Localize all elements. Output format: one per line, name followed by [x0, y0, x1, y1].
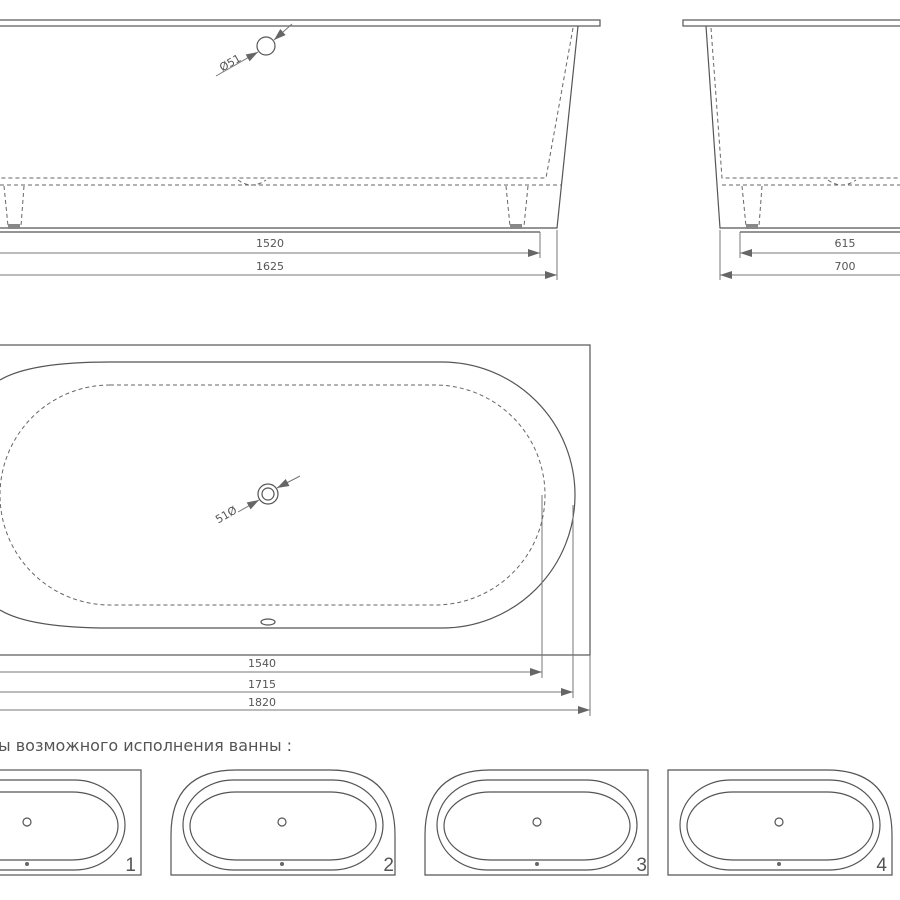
drain-outer-circle [257, 483, 279, 505]
top-extension-lines [541, 495, 591, 716]
variant-outline [667, 769, 893, 876]
variants-caption: ы возможного исполнения ванны : [0, 736, 292, 755]
top-drain-arrow [237, 499, 260, 513]
overflow-icon [535, 862, 539, 866]
overflow-icon [25, 862, 29, 866]
dim-label-615: 615 [835, 237, 856, 250]
dim-label-1625: 1625 [256, 260, 284, 273]
variant-4: 4 [667, 769, 893, 876]
side-view: Ø51 1520 1625 [0, 19, 601, 280]
variant-number: 3 [636, 855, 647, 876]
side-feet-dashed [3, 185, 529, 227]
end-extension-lines [719, 230, 741, 280]
top-outer-rect [0, 344, 591, 656]
side-rim [0, 19, 601, 27]
top-drain-label: 51Ø [213, 504, 239, 527]
end-view: 615 700 [682, 19, 900, 280]
side-extension-lines [539, 230, 558, 280]
top-basin-dashed [0, 384, 546, 606]
dim-label-1820: 1820 [248, 696, 276, 709]
dim-label-1540: 1540 [248, 657, 276, 670]
side-body-outline [0, 25, 579, 229]
variant-basin [0, 791, 119, 861]
overflow-icon [280, 862, 284, 866]
variant-basin [443, 791, 631, 861]
drain-dim-arrow [273, 23, 293, 41]
variant-number: 2 [383, 855, 394, 876]
dim-label-1520: 1520 [256, 237, 284, 250]
drain-icon [261, 487, 275, 501]
variant-outline [424, 769, 649, 876]
foot-icon [746, 224, 758, 229]
variant-outline [170, 769, 396, 876]
end-feet-dashed [741, 179, 857, 227]
drain-icon [22, 817, 32, 827]
variant-rim [182, 779, 384, 871]
end-rim [682, 19, 900, 27]
end-inner-dashed [710, 27, 900, 179]
variant-rim [436, 779, 638, 871]
variant-1: 1 [0, 769, 142, 876]
overflow-icon [777, 862, 781, 866]
overflow-icon [260, 618, 276, 626]
dim-label-700: 700 [835, 260, 856, 273]
side-inner-dashed [0, 27, 574, 179]
drain-dim-arrow [215, 51, 259, 77]
variant-number: 1 [125, 855, 136, 876]
dim-label-1715: 1715 [248, 678, 276, 691]
top-drain-arrow [276, 475, 301, 489]
top-rim-oval [0, 361, 576, 629]
side-drain-label: Ø51 [217, 52, 243, 75]
variant-2: 2 [170, 769, 396, 876]
variant-3: 3 [424, 769, 649, 876]
drain-icon [532, 817, 542, 827]
overflow-hole [256, 36, 276, 56]
top-view: 51Ø 1540 1715 1820 [0, 344, 591, 716]
drain-icon [774, 817, 784, 827]
foot-icon [510, 224, 522, 229]
variant-rim [679, 779, 881, 871]
variant-basin [189, 791, 377, 861]
side-drain-dashed [237, 179, 267, 186]
foot-icon [8, 224, 20, 229]
end-body-outline [705, 25, 900, 229]
variant-rim [0, 779, 126, 871]
variant-outline [0, 769, 142, 876]
variant-number: 4 [876, 855, 887, 876]
drain-icon [277, 817, 287, 827]
variant-basin [686, 791, 874, 861]
